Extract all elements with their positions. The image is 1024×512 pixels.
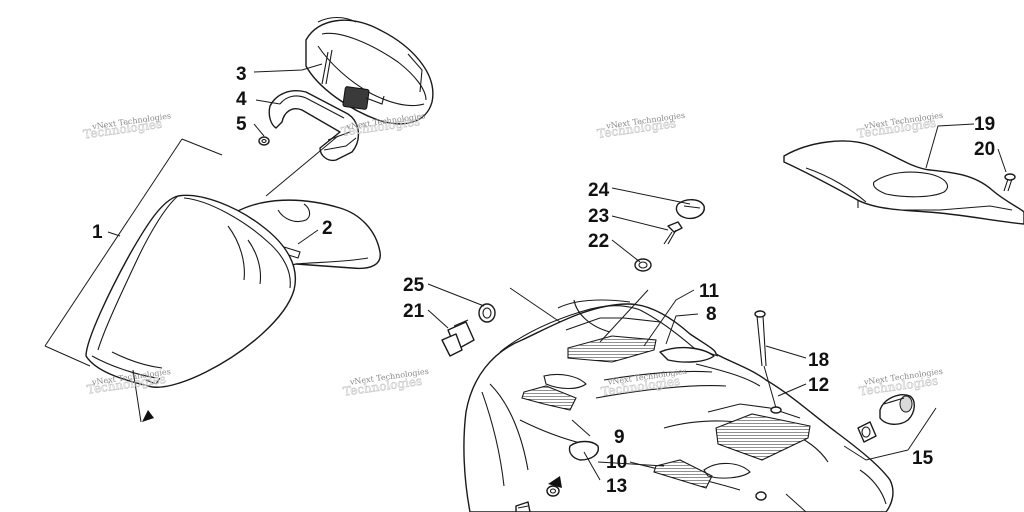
- callout-3: 3: [236, 64, 247, 85]
- callout-25: 25: [403, 275, 425, 296]
- watermark-6: Technologies vNext Technologies: [342, 367, 429, 399]
- watermark-3: Technologies vNext Technologies: [596, 111, 686, 142]
- rack-cover-part-19: [783, 140, 1024, 225]
- callout-12: 12: [808, 375, 829, 396]
- screw-part-20: [1003, 173, 1016, 192]
- fuel-cap-part-24: [675, 199, 705, 220]
- bolt-part-18: [754, 310, 782, 414]
- callout-5: 5: [236, 114, 247, 135]
- watermark-4: Technologies vNext Technologies: [856, 111, 944, 141]
- reference-frame-part-1: [44, 135, 339, 423]
- panel-opening-part-8: [543, 346, 751, 479]
- decal-part-12: [715, 413, 811, 461]
- callout-4: 4: [236, 89, 247, 110]
- small-parts-bottom: [515, 501, 531, 512]
- leader-lines: [107, 63, 1007, 512]
- callout-19: 19: [974, 114, 995, 135]
- switch-part-21: [441, 319, 475, 357]
- callout-24: 24: [588, 180, 610, 201]
- grommet-bottom: [546, 485, 767, 501]
- callout-21: 21: [403, 301, 425, 322]
- callout-labels: 3 4 5 1 2 24 23 22 25 21 11 8 9 10 13 18…: [92, 64, 995, 497]
- callout-13: 13: [606, 476, 627, 497]
- callout-22: 22: [588, 231, 609, 252]
- washer-part-25: [478, 303, 496, 323]
- bracket-part-4: [268, 90, 359, 162]
- callout-1: 1: [92, 222, 103, 243]
- decal-part-9: [521, 385, 577, 411]
- nut-part-5: [258, 136, 270, 146]
- watermark-8: Technologies vNext Technologies: [858, 367, 943, 399]
- plug-part-13: [568, 440, 599, 461]
- callout-18: 18: [808, 350, 829, 371]
- decal-part-10: [653, 459, 713, 489]
- lock-part-15: [857, 394, 915, 443]
- arrow-marker-right: [548, 476, 562, 488]
- callout-8: 8: [706, 304, 717, 325]
- cowl-part-1: [85, 194, 296, 388]
- callout-11: 11: [699, 281, 720, 302]
- arrow-marker-left: [142, 410, 154, 422]
- callout-15: 15: [912, 448, 934, 469]
- callout-23: 23: [588, 206, 609, 227]
- watermark-1: Technologies vNext Technologies: [82, 111, 172, 142]
- ring-part-22: [634, 258, 652, 272]
- callout-20: 20: [974, 139, 995, 160]
- callout-2: 2: [322, 218, 333, 239]
- front-body-panel: [463, 299, 894, 512]
- callout-9: 9: [614, 427, 625, 448]
- key-part-23: [663, 221, 683, 245]
- callout-10: 10: [606, 452, 627, 473]
- gauge-housing-part-3: [305, 16, 434, 125]
- decal-part-11: [567, 335, 657, 363]
